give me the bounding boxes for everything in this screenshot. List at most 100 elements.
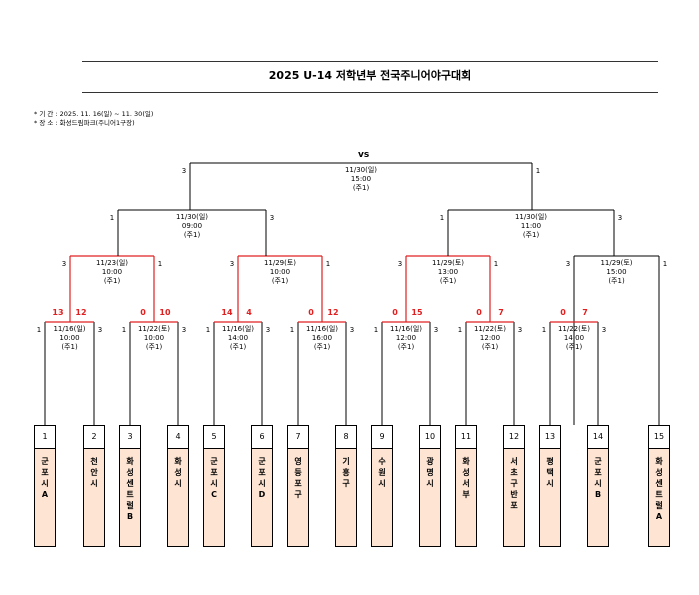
final-vs-label: vs: [358, 150, 370, 160]
r2d-left-seed-count: 3: [565, 260, 571, 268]
period-text: * 기 간 : 2025. 11. 16(일) ~ 11. 30(일): [34, 110, 154, 118]
r1d-field: (주1): [313, 343, 331, 351]
r1a-left-seed-count: 1: [36, 326, 42, 334]
r1d-left-seed-count: 1: [289, 326, 295, 334]
team-name: 군포시A: [41, 457, 49, 499]
r1a-date: 11/16(일): [53, 325, 86, 333]
r2c-time: 13:00: [437, 268, 459, 276]
team-name: 광명시: [426, 457, 434, 488]
team-name: 화성센트럴B: [126, 457, 134, 521]
team-seed-6: 6: [251, 425, 273, 449]
team-name: 군포시B: [594, 457, 602, 499]
r2c-field: (주1): [439, 277, 457, 285]
sfb-field: (주1): [522, 231, 540, 239]
r1g-right-seed-count: 3: [601, 326, 607, 334]
r1c-date: 11/16(일): [221, 325, 255, 333]
r1b-right-score: 10: [159, 308, 171, 317]
r1a-right-seed-count: 3: [97, 326, 103, 334]
team-name: 기흥구: [342, 457, 350, 488]
sfb-time: 11:00: [520, 222, 542, 230]
r1g-left-score: 0: [560, 308, 566, 317]
team-seed-2: 2: [83, 425, 105, 449]
r1c-time: 14:00: [227, 334, 249, 342]
team-seed-5: 5: [203, 425, 225, 449]
r2c-left-seed-count: 3: [397, 260, 403, 268]
r2b-left-seed-count: 3: [229, 260, 235, 268]
r1b-field: (주1): [145, 343, 163, 351]
team-name: 수원시: [378, 457, 386, 488]
r2d-field: (주1): [608, 277, 625, 285]
r1d-right-seed-count: 3: [349, 326, 355, 334]
r1f-left-score: 0: [476, 308, 482, 317]
r1b-date: 11/22(토): [137, 325, 171, 333]
team-name-box-3: 화성센트럴B: [119, 449, 141, 547]
r2d-right-seed-count: 1: [662, 260, 668, 268]
r1a-right-score: 12: [75, 308, 87, 317]
team-name-box-6: 군포시D: [251, 449, 273, 547]
r2b-date: 11/29(토): [263, 259, 297, 267]
r1e-date: 11/16(일): [389, 325, 423, 333]
r1e-field: (주1): [397, 343, 415, 351]
r2d-time: 15:00: [606, 268, 627, 276]
r1b-left-seed-count: 1: [121, 326, 127, 334]
team-seed-11: 11: [455, 425, 477, 449]
r2a-field: (주1): [103, 277, 121, 285]
fin-date: 11/30(일): [344, 166, 378, 174]
r1f-time: 12:00: [479, 334, 501, 342]
r1b-time: 10:00: [143, 334, 165, 342]
r1g-time: 14:00: [563, 334, 585, 342]
r1c-right-seed-count: 3: [265, 326, 271, 334]
r1c-right-score: 4: [246, 308, 252, 317]
team-seed-12: 12: [503, 425, 525, 449]
team-name: 화성서부: [462, 457, 470, 499]
team-name: 화성센트럴A: [655, 457, 663, 521]
r2d-date: 11/29(토): [600, 259, 633, 267]
team-name-box-12: 서초구반포: [503, 449, 525, 547]
r1g-field: (주1): [565, 343, 583, 351]
r1e-left-score: 0: [392, 308, 398, 317]
team-name-box-9: 수원시: [371, 449, 393, 547]
team-seed-1: 1: [34, 425, 56, 449]
venue-text: * 장 소 : 화성드림파크(주니어1구장): [34, 119, 135, 127]
r1e-time: 12:00: [395, 334, 417, 342]
r1a-time: 10:00: [59, 334, 80, 342]
team-seed-15: 15: [648, 425, 670, 449]
sfa-field: (주1): [183, 231, 201, 239]
r2a-time: 10:00: [101, 268, 123, 276]
team-name: 화성시: [174, 457, 182, 488]
team-name-box-5: 군포시C: [203, 449, 225, 547]
team-name: 서초구반포: [510, 457, 518, 510]
r2a-right-seed-count: 1: [157, 260, 163, 268]
r1c-left-seed-count: 1: [205, 326, 211, 334]
team-seed-3: 3: [119, 425, 141, 449]
team-name-box-14: 군포시B: [587, 449, 609, 547]
team-name: 영등포구: [294, 457, 302, 499]
r2b-right-seed-count: 1: [325, 260, 331, 268]
r1f-field: (주1): [481, 343, 499, 351]
r1g-date: 11/22(토): [557, 325, 591, 333]
r1e-right-seed-count: 3: [433, 326, 439, 334]
r1e-right-score: 15: [411, 308, 423, 317]
top-rule: [82, 61, 658, 62]
fin-right-seed-count: 1: [535, 167, 541, 175]
fin-time: 15:00: [350, 175, 372, 183]
team-name-box-11: 화성서부: [455, 449, 477, 547]
r2c-right-seed-count: 1: [493, 260, 499, 268]
team-name-box-8: 기흥구: [335, 449, 357, 547]
team-name-box-1: 군포시A: [34, 449, 56, 547]
r1d-right-score: 12: [327, 308, 339, 317]
r1b-right-seed-count: 3: [181, 326, 187, 334]
team-seed-9: 9: [371, 425, 393, 449]
r1f-left-seed-count: 1: [457, 326, 463, 334]
r1a-left-score: 13: [52, 308, 64, 317]
team-seed-7: 7: [287, 425, 309, 449]
team-name-box-4: 화성시: [167, 449, 189, 547]
r1f-right-score: 7: [498, 308, 504, 317]
r1d-time: 16:00: [311, 334, 333, 342]
sfb-date: 11/30(일): [514, 213, 548, 221]
team-name: 평택시: [546, 457, 554, 488]
r1b-left-score: 0: [140, 308, 146, 317]
r1c-field: (주1): [229, 343, 247, 351]
team-seed-4: 4: [167, 425, 189, 449]
sfa-left-seed-count: 1: [109, 214, 115, 222]
